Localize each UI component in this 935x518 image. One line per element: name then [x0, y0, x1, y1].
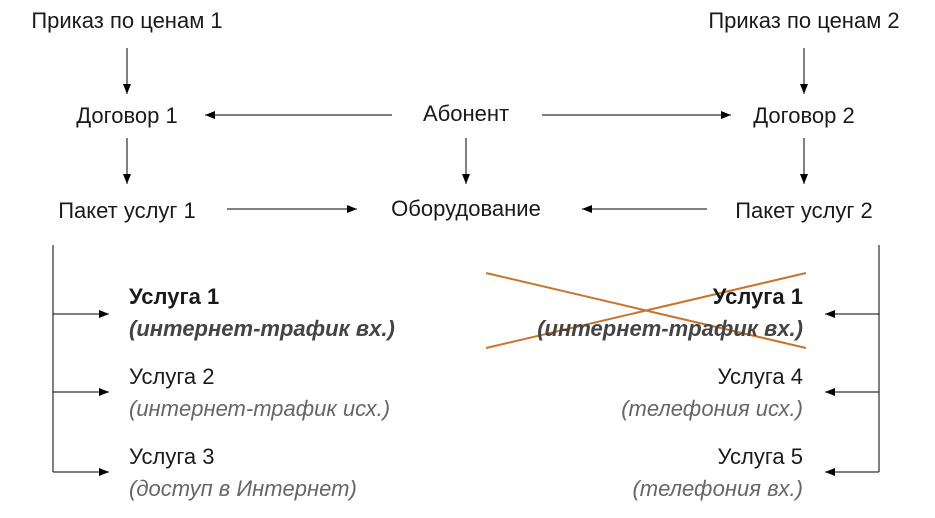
package-1: Пакет услуг 1 [58, 198, 196, 223]
left-service-3-detail: (доступ в Интернет) [129, 476, 357, 501]
left-service-1-detail: (интернет-трафик вх.) [129, 316, 395, 341]
right-service-4-detail: (телефония исх.) [621, 396, 803, 421]
right-service-4-name: Услуга 4 [717, 364, 803, 389]
equipment: Оборудование [391, 196, 541, 221]
right-service-1-detail: (интернет-трафик вх.) [537, 316, 803, 341]
contract-1: Договор 1 [76, 103, 178, 128]
price-order-2: Приказ по ценам 2 [708, 8, 900, 33]
cross-out-line-b [485, 272, 807, 349]
price-order-1: Приказ по ценам 1 [31, 8, 223, 33]
left-service-1-name: Услуга 1 [129, 284, 220, 309]
left-service-2-detail: (интернет-трафик исх.) [129, 396, 391, 421]
right-service-5-name: Услуга 5 [717, 444, 803, 469]
subscriber: Абонент [422, 101, 510, 126]
right-service-1-name: Услуга 1 [712, 284, 803, 309]
contract-2: Договор 2 [753, 103, 855, 128]
right-service-5-detail: (телефония вх.) [632, 476, 803, 501]
left-service-2-name: Услуга 2 [129, 364, 215, 389]
package-2: Пакет услуг 2 [735, 198, 873, 223]
left-service-3-name: Услуга 3 [129, 444, 215, 469]
